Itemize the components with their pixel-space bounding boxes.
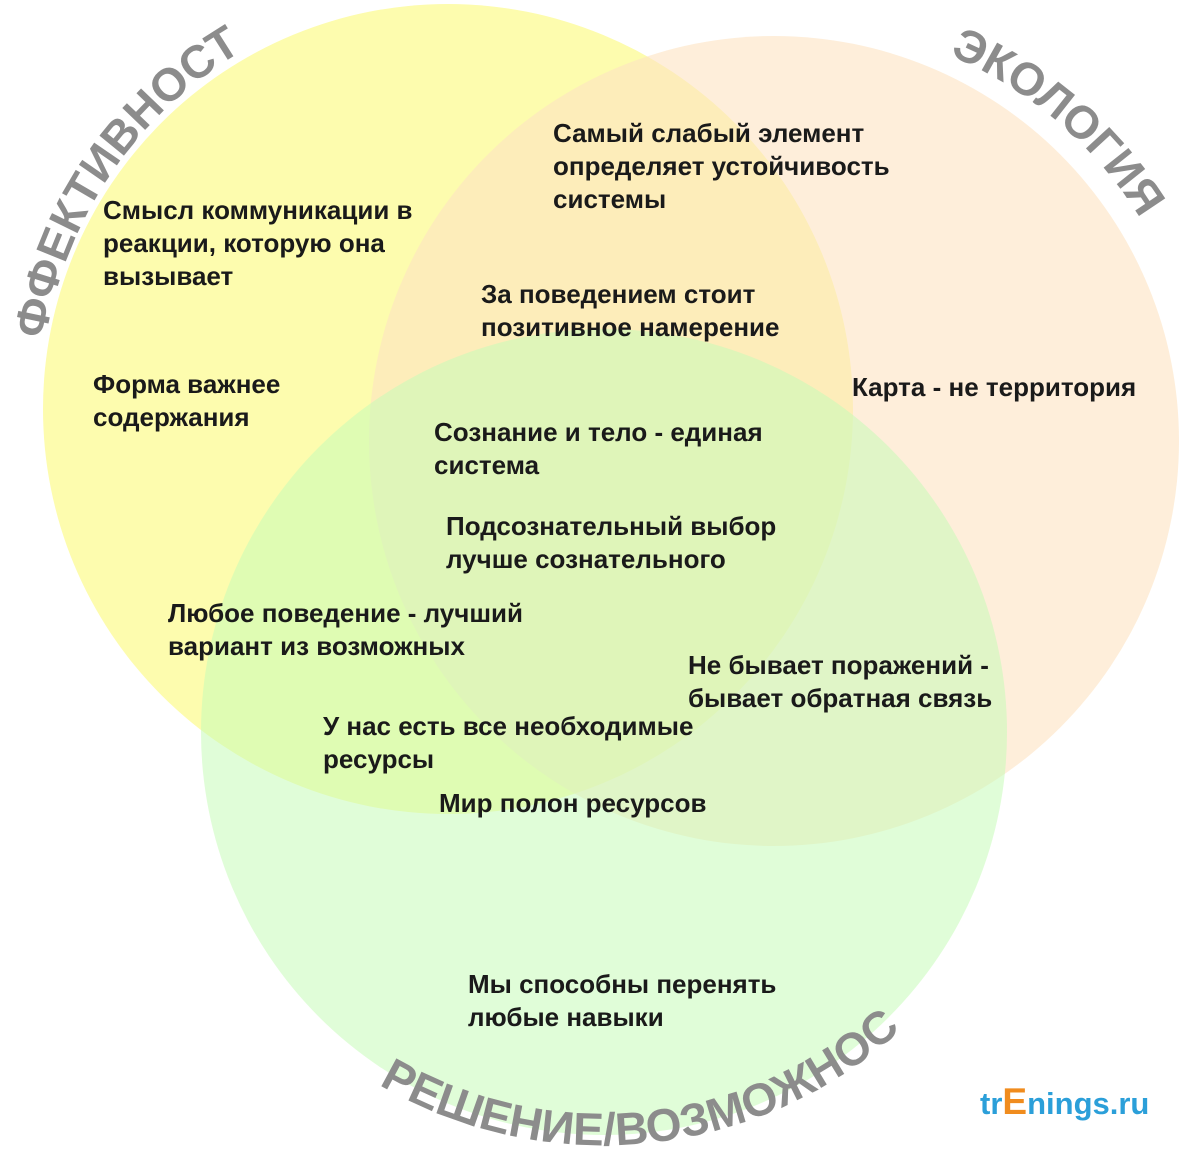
statement-mind-and-body: Сознание и тело - единая система (434, 417, 770, 480)
statement-form-over-content: Форма важнее содержания (93, 369, 288, 432)
statement-map-not-territory: Карта - не территория (852, 372, 1136, 402)
logo-prefix: tr (980, 1086, 1002, 1121)
statement-learn-any-skill: Мы способны перенять любые навыки (468, 969, 784, 1032)
statement-weakest-element: Самый слабый элемент определяет устойчив… (553, 118, 897, 214)
statement-all-resources: У нас есть все необходимые ресурсы (323, 711, 701, 774)
statement-best-choice: Любое поведение - лучший вариант из возм… (168, 598, 530, 661)
statement-subconscious-choice: Подсознательный выбор лучше сознательног… (446, 511, 784, 574)
logo-suffix: nings.ru (1027, 1086, 1149, 1121)
trenings-logo: trEnings.ru (980, 1081, 1149, 1122)
permission-circle (201, 329, 1007, 1135)
statement-meaning-of-communication: Смысл коммуникации в реакции, которую он… (103, 195, 420, 291)
statement-positive-intention: За поведением стоит позитивное намерение (481, 279, 779, 342)
venn-circles (43, 4, 1179, 1135)
statement-world-of-resources: Мир полон ресурсов (439, 788, 706, 818)
statement-no-failure: Не бывает поражений - бывает обратная св… (688, 650, 996, 713)
logo-highlight: E (1002, 1081, 1027, 1122)
